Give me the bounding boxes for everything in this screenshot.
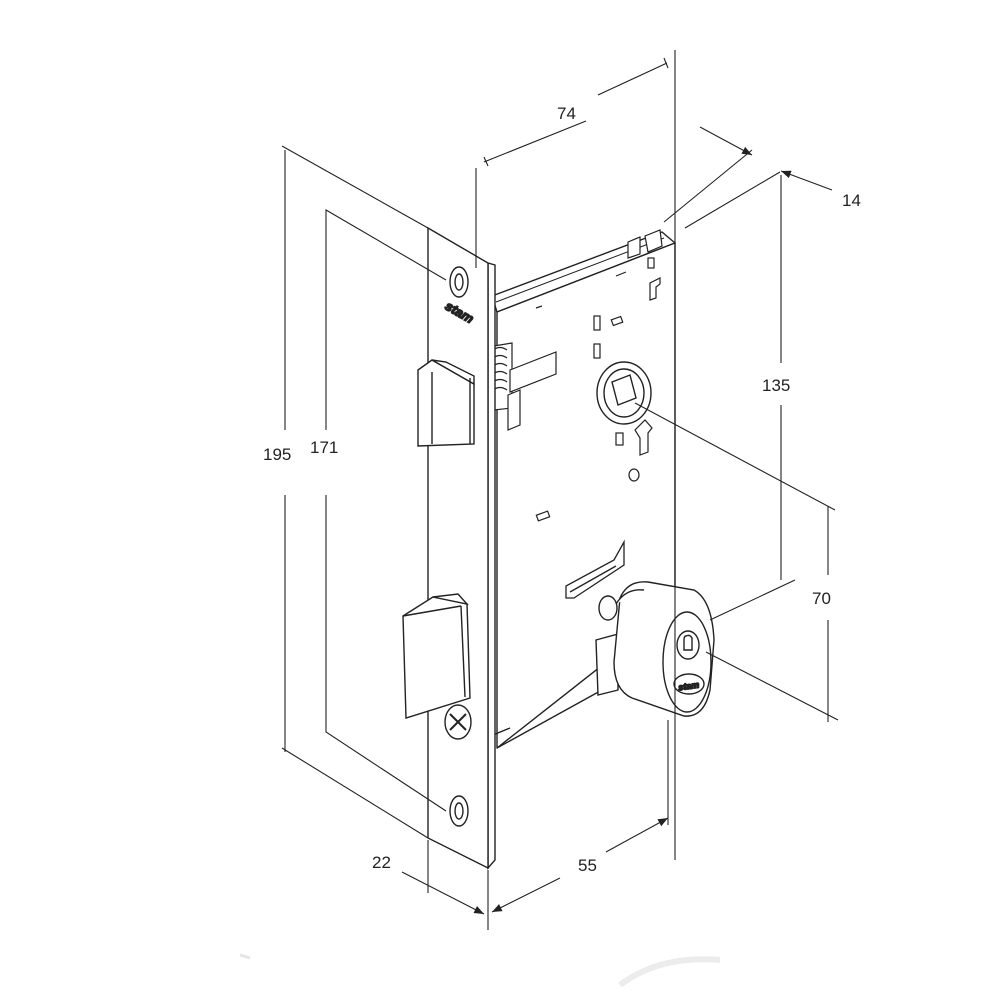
dim-74-line: [483, 120, 587, 163]
dead-bolt: [402, 593, 471, 719]
dim-label-55: 55: [578, 856, 597, 875]
faceplate-front: [427, 226, 489, 870]
dim-55-line-left: [491, 877, 561, 913]
dim-14-line: [699, 126, 753, 156]
faceplate-screw-top: [449, 266, 469, 298]
faceplate-side-edge: [487, 262, 496, 870]
dim-label-195: 195: [263, 445, 291, 464]
dim-22-line: [401, 871, 485, 915]
case-top-details: [535, 229, 663, 309]
faceplate-center-screw: [444, 704, 472, 740]
dimension-labels: 74 14 135 195 171 70 22 55: [263, 104, 861, 875]
case-slots: [535, 315, 653, 522]
spindle-hub: [596, 361, 652, 425]
dimension-lines: [281, 50, 839, 930]
dim-label-14: 14: [842, 191, 861, 210]
dim-label-22: 22: [372, 853, 391, 872]
dim-label-74: 74: [557, 104, 576, 123]
dim-55-line-right: [605, 817, 669, 853]
cylinder-logo: stam: [678, 680, 700, 693]
faceplate: stam: [427, 226, 496, 870]
dim-label-171: 171: [310, 438, 338, 457]
dim-label-70: 70: [812, 589, 831, 608]
latch-bolt: [417, 359, 475, 447]
dim-label-135: 135: [762, 376, 790, 395]
euro-cylinder: stam: [595, 581, 715, 717]
faceplate-screw-bottom: [449, 795, 469, 827]
deadbolt-slot: [565, 539, 625, 599]
ground-shadow: [239, 953, 721, 988]
cylinder-face: [662, 611, 712, 713]
